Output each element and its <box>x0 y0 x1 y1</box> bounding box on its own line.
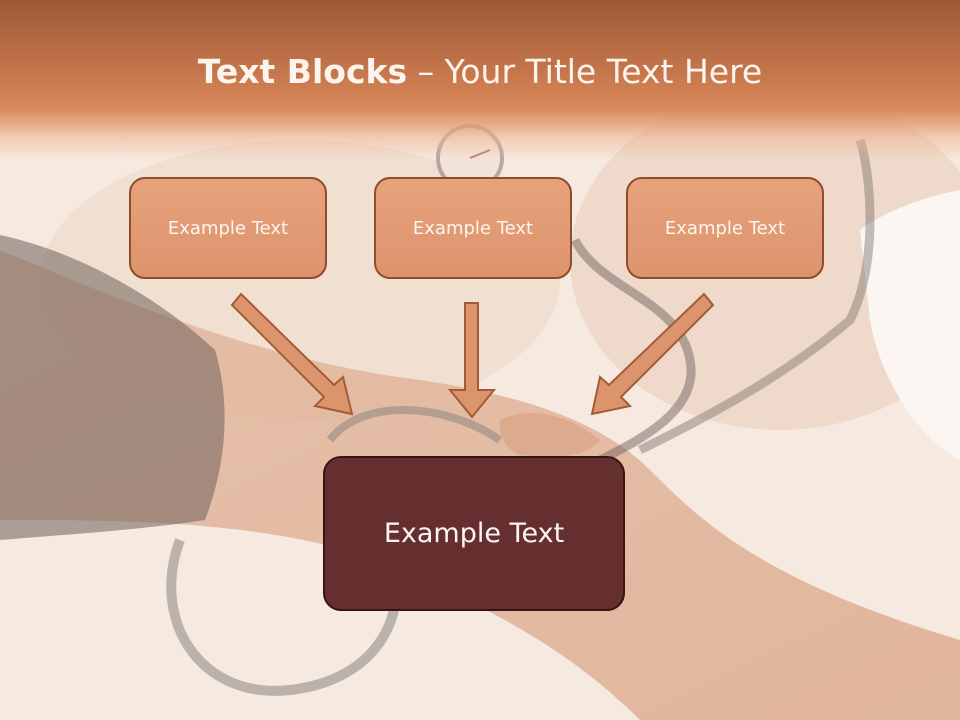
slide-title: Text Blocks – Your Title Text Here <box>0 52 960 91</box>
title-bold: Text Blocks <box>197 52 408 91</box>
text-block-2-label: Example Text <box>412 217 534 239</box>
text-block-3-label: Example Text <box>664 217 786 239</box>
main-text-block[interactable]: Example Text <box>323 456 625 611</box>
text-block-1-label: Example Text <box>167 217 289 239</box>
title-separator: – <box>407 52 445 91</box>
header-band <box>0 0 960 160</box>
title-rest: Your Title Text Here <box>444 52 763 91</box>
text-block-2[interactable]: Example Text <box>374 177 572 279</box>
text-block-1[interactable]: Example Text <box>129 177 327 279</box>
text-block-3[interactable]: Example Text <box>626 177 824 279</box>
main-text-block-label: Example Text <box>383 518 565 549</box>
